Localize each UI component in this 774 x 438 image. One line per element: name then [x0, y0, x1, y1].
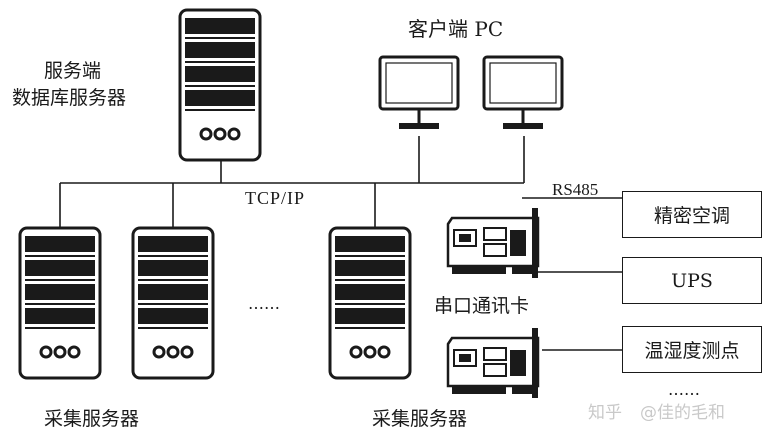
devices-ellipsis: …… — [668, 380, 700, 399]
device-box-ups: UPS — [622, 257, 762, 304]
servers-ellipsis: …… — [248, 294, 280, 313]
serial-card-icon — [446, 326, 540, 400]
device-box-temp-humidity: 温湿度测点 — [622, 326, 762, 373]
client-pc-icon — [378, 55, 460, 131]
server-title-line2: 数据库服务器 — [12, 87, 127, 109]
watermark-brand: 知乎 — [588, 403, 622, 423]
rs485-label: RS485 — [552, 180, 599, 199]
watermark-author: @佳的毛和 — [640, 403, 725, 423]
serial-card-icon — [446, 206, 540, 280]
collector-server-label: 采集服务器 — [44, 408, 140, 430]
server-title-line1: 服务端 — [44, 60, 102, 82]
collector-server-icon — [18, 226, 102, 380]
device-box-precision-ac: 精密空调 — [622, 191, 762, 238]
serial-card-label: 串口通讯卡 — [434, 295, 530, 317]
database-server-icon — [178, 8, 262, 162]
network-protocol-label: TCP/IP — [245, 188, 306, 208]
collector-server-icon — [328, 226, 412, 380]
client-pc-label: 客户端 PC — [408, 17, 504, 41]
collector-server-icon — [131, 226, 215, 380]
client-pc-icon — [482, 55, 564, 131]
collector-server-label: 采集服务器 — [372, 408, 468, 430]
